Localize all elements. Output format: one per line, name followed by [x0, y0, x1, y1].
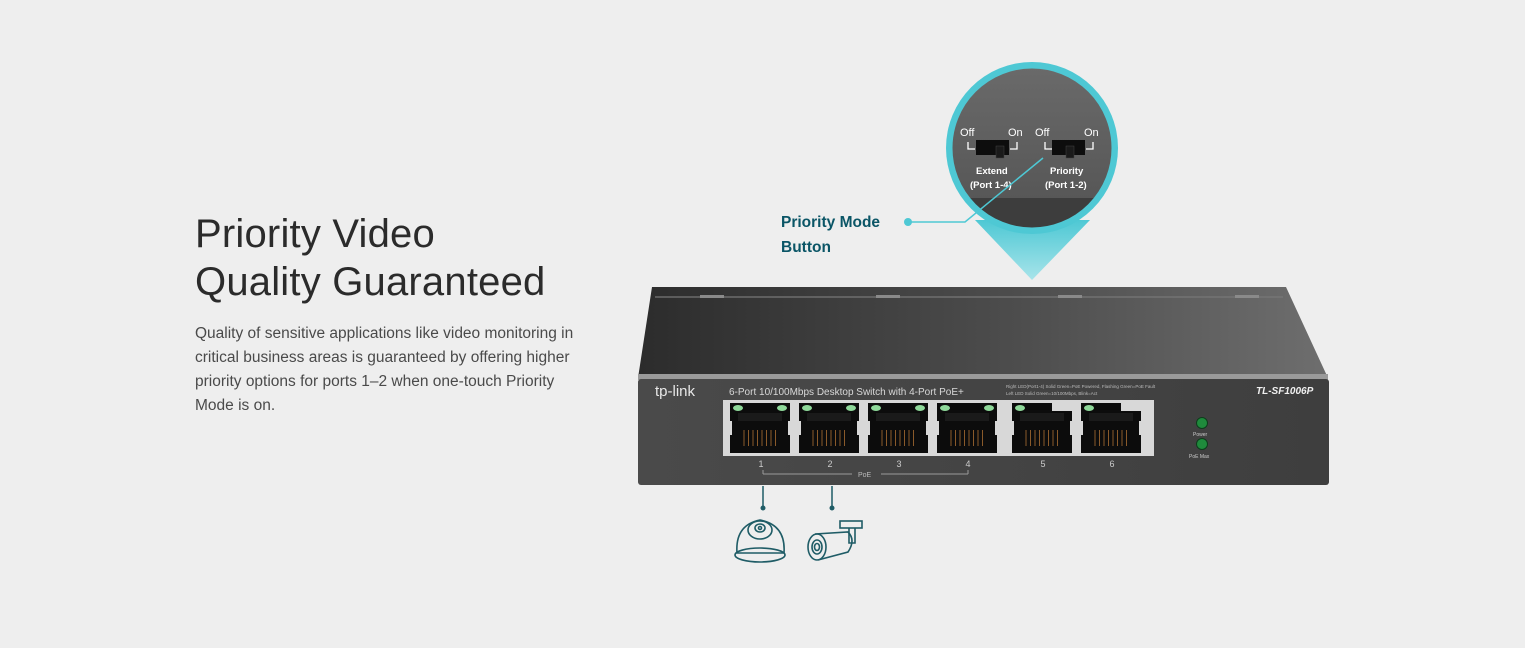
- ethernet-port: [866, 403, 930, 453]
- led-legend-left: Left LED Solid Green=10/100Mbps, Blink=A…: [1006, 391, 1098, 396]
- port-number-label: 3: [896, 459, 901, 469]
- magnifier-callout: Off On Extend (Port 1-4) Off On Priority…: [946, 62, 1118, 280]
- priority-off-label: Off: [1035, 127, 1050, 139]
- ethernet-port: [797, 403, 861, 453]
- poe-max-led-label: PoE Max: [1189, 454, 1210, 460]
- port-number-label: 2: [827, 459, 832, 469]
- extend-switch: Off On Extend (Port 1-4): [960, 127, 1023, 191]
- callout-line-1: Priority Mode: [781, 214, 881, 231]
- port-number-label: 1: [758, 459, 763, 469]
- priority-switch-label: Priority: [1050, 166, 1084, 177]
- port-led: [733, 405, 743, 411]
- priority-mode-callout: Priority Mode Button: [781, 210, 880, 260]
- ethernet-port: [935, 403, 999, 453]
- port-led: [940, 405, 950, 411]
- ethernet-port: [728, 403, 792, 453]
- magnifier-pointer: [975, 220, 1090, 280]
- ethernet-ports: [728, 403, 1143, 453]
- switch-top-panel: [638, 287, 1328, 378]
- port-led: [777, 405, 787, 411]
- priority-on-label: On: [1084, 127, 1099, 139]
- ethernet-port: [1079, 403, 1143, 453]
- callout-leader-line: [904, 157, 1044, 226]
- heading-line-1: Priority Video: [195, 212, 435, 256]
- port-led: [984, 405, 994, 411]
- brand-logo: tp-link: [655, 383, 696, 400]
- port-led: [915, 405, 925, 411]
- bullet-camera-icon: [807, 520, 863, 561]
- port-number-label: 5: [1040, 459, 1045, 469]
- port-led: [802, 405, 812, 411]
- power-led-label: Power: [1193, 432, 1208, 438]
- ethernet-port: [1010, 403, 1074, 453]
- port-number-label: 4: [965, 459, 970, 469]
- extend-ports-label: (Port 1-4): [970, 180, 1012, 191]
- extend-switch-label: Extend: [976, 166, 1008, 177]
- device-description: 6-Port 10/100Mbps Desktop Switch with 4-…: [729, 387, 964, 398]
- callout-line-2: Button: [781, 239, 831, 256]
- port-led: [846, 405, 856, 411]
- port-led: [1015, 405, 1025, 411]
- poe-label: PoE: [858, 472, 872, 479]
- priority-switch: Off On Priority (Port 1-2): [1035, 127, 1099, 191]
- extend-on-label: On: [1008, 127, 1023, 139]
- priority-ports-label: (Port 1-2): [1045, 180, 1087, 191]
- port-led: [1084, 405, 1094, 411]
- port-connectors: [760, 486, 835, 511]
- port-number-label: 6: [1109, 459, 1114, 469]
- led-legend-right: Right LED(Port1-4) Solid Green=PoE Power…: [1006, 384, 1156, 389]
- port-led: [871, 405, 881, 411]
- heading-line-2: Quality Guaranteed: [195, 260, 546, 304]
- model-number: TL-SF1006P: [1256, 386, 1314, 397]
- extend-off-label: Off: [960, 127, 975, 139]
- dome-camera-icon: [734, 519, 786, 563]
- port-labels: 1 2 3 4 5 6: [758, 459, 1114, 469]
- switch-device: tp-link 6-Port 10/100Mbps Desktop Switch…: [638, 287, 1329, 485]
- feature-description: Quality of sensitive applications like v…: [195, 325, 574, 414]
- poe-max-led: [1196, 438, 1208, 450]
- page-heading: Priority Video Quality Guaranteed: [195, 210, 545, 306]
- power-led: [1196, 417, 1208, 429]
